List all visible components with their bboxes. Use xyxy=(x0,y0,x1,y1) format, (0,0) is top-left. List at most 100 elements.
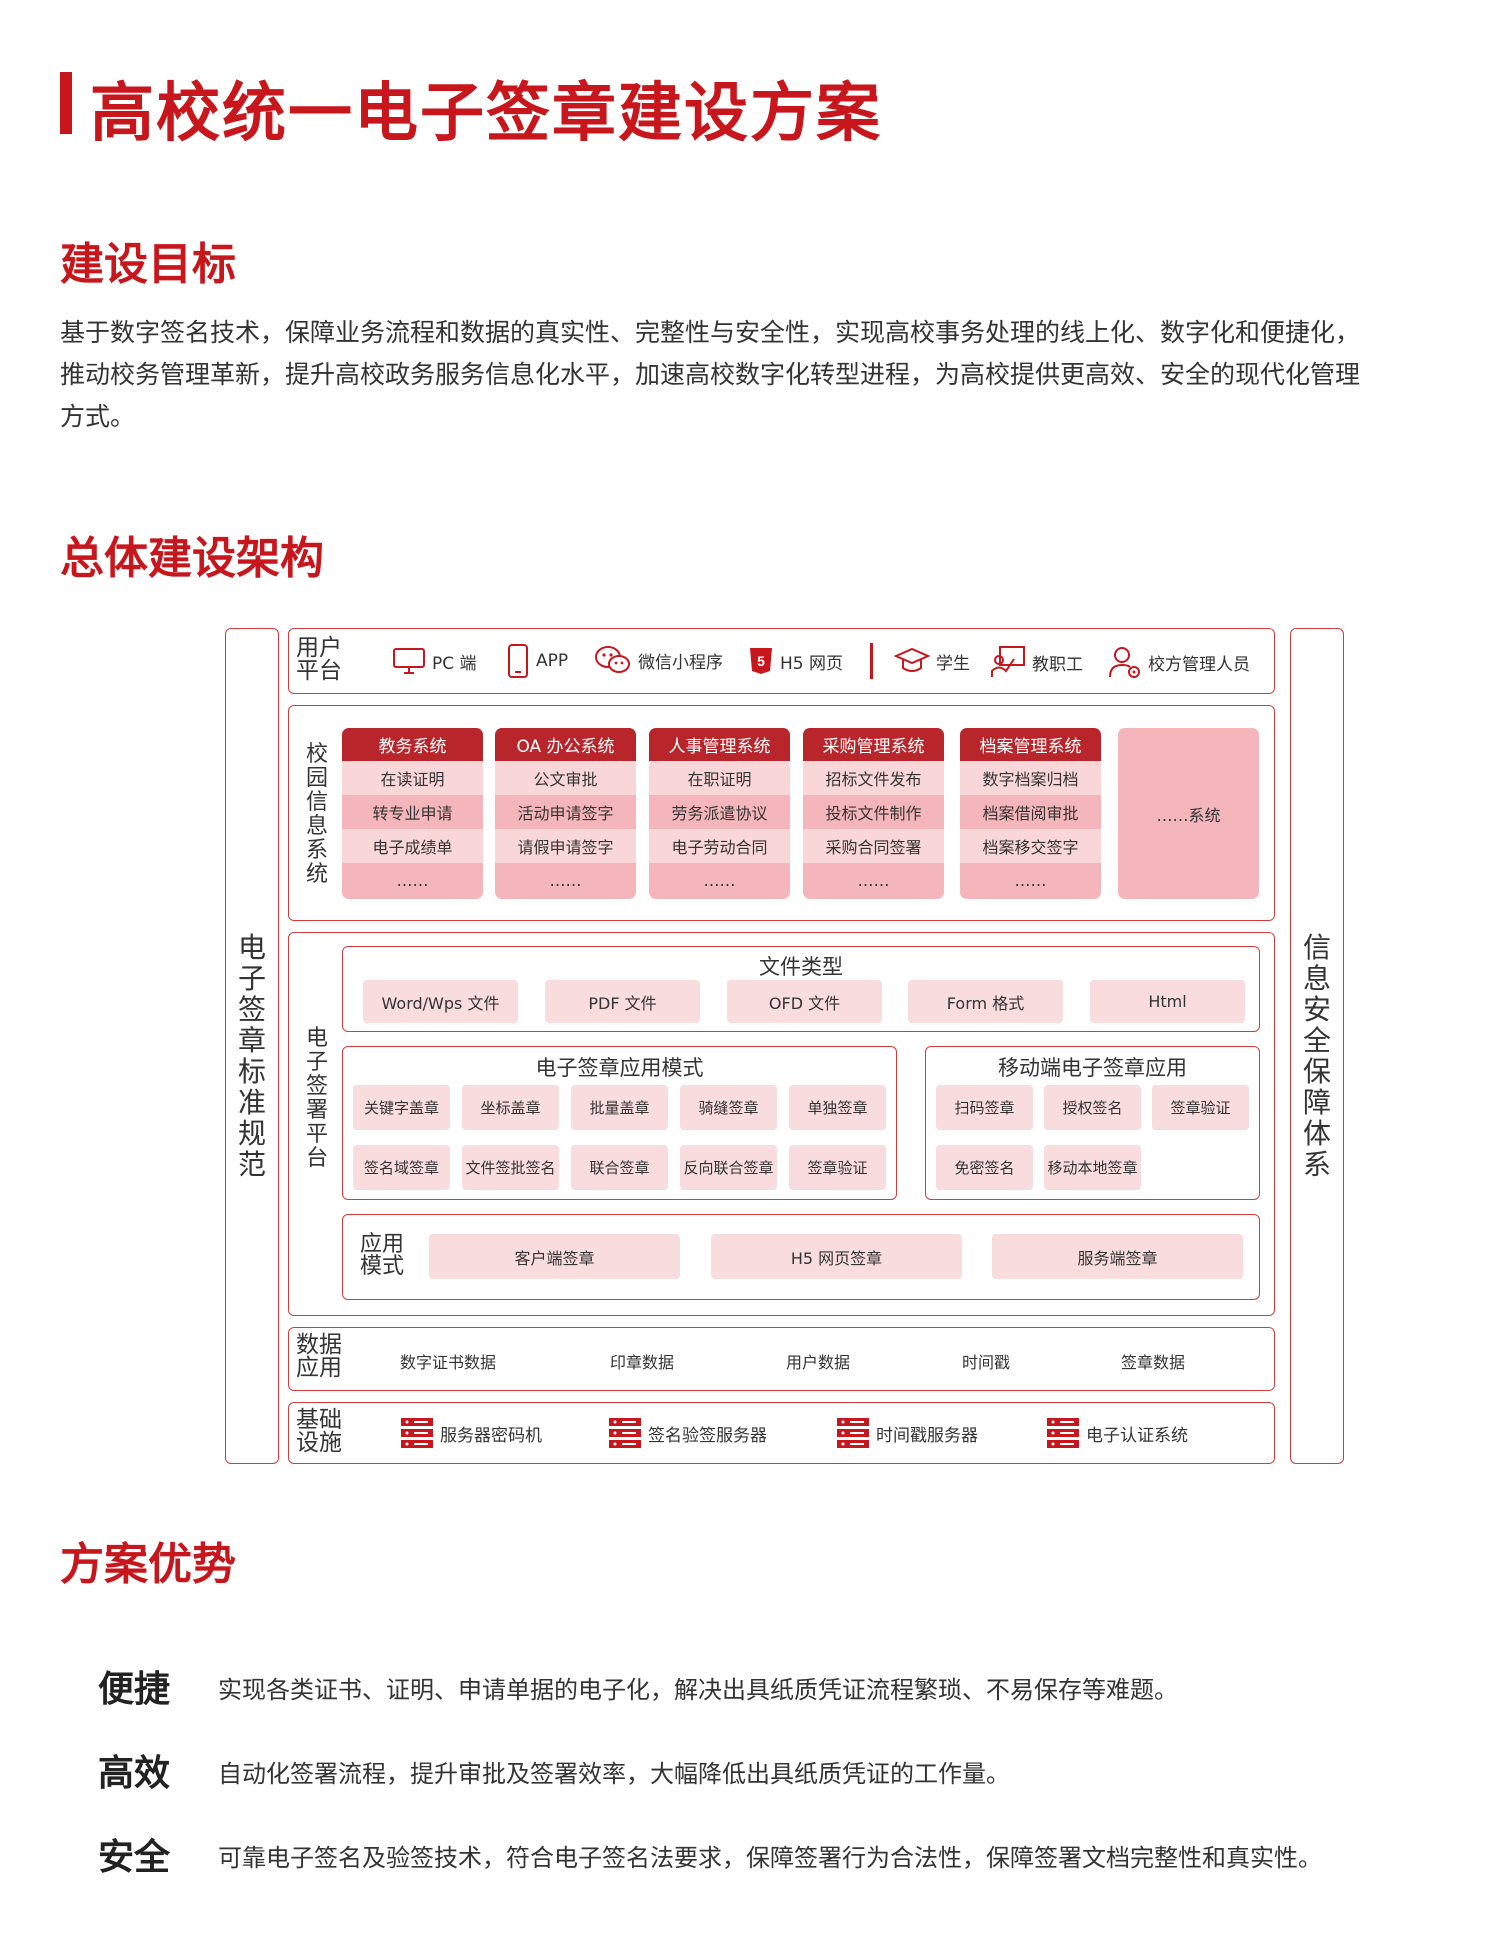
goal-line: 方式。 xyxy=(60,402,136,431)
infra-item-label: 时间戳服务器 xyxy=(876,1425,978,1446)
user-entry-label: 学生 xyxy=(936,653,970,674)
system-item: …… xyxy=(703,870,736,890)
html5-icon: 5 xyxy=(750,648,772,674)
signing-mode-chip: 坐标盖章 xyxy=(462,1085,559,1130)
goal-line: 基于数字签名技术，保障业务流程和数据的真实性、完整性与安全性，实现高校事务处理的… xyxy=(60,318,1361,347)
file-type-chip: Word/Wps 文件 xyxy=(363,980,518,1023)
section-title-goal: 建设目标 xyxy=(60,239,236,290)
teacher-icon xyxy=(991,646,1025,677)
mobile-signing-chip: 免密签名 xyxy=(936,1145,1033,1190)
system-item: 数字档案归档 xyxy=(960,761,1101,795)
label-line: 基础 xyxy=(296,1407,342,1433)
infra-item: 签名验签服务器 xyxy=(608,1417,767,1449)
user-entry-label: PC 端 xyxy=(432,653,477,674)
signing-mode-chip: 签名域签章 xyxy=(353,1145,450,1190)
signing-mode-chip: 联合签章 xyxy=(571,1145,668,1190)
mobile-signing-chip: 移动本地签章 xyxy=(1044,1145,1141,1190)
system-item: 转专业申请 xyxy=(372,804,453,823)
user-entry-pc: PC 端 xyxy=(392,646,477,676)
system-item: 活动申请签字 xyxy=(517,804,614,823)
server-icon xyxy=(1047,1418,1079,1448)
system-column-title: OA 办公系统 xyxy=(495,728,636,761)
system-item: 电子成绩单 xyxy=(342,829,483,863)
mobile-signing-chip: 授权签名 xyxy=(1044,1085,1141,1130)
system-column: OA 办公系统 公文审批 活动申请签字 请假申请签字 …… xyxy=(495,728,636,899)
label-line: 数据 xyxy=(296,1332,342,1358)
infra-item-label: 服务器密码机 xyxy=(440,1425,542,1446)
data-item: 签章数据 xyxy=(1121,1353,1186,1372)
advantage-label: 高效 xyxy=(98,1753,171,1794)
system-item: 公文审批 xyxy=(495,761,636,795)
data-item: 数字证书数据 xyxy=(400,1353,497,1372)
infrastructure-box xyxy=(288,1402,1275,1464)
advantage-label: 安全 xyxy=(98,1837,171,1878)
system-column-title: 教务系统 xyxy=(342,728,483,761)
user-entry-label: 教职工 xyxy=(1032,654,1083,675)
user-entry-h5: 5 H5 网页 xyxy=(748,646,843,676)
user-entry-label: 校方管理人员 xyxy=(1148,654,1250,675)
data-item: 用户数据 xyxy=(786,1353,851,1372)
wechat-icon xyxy=(595,646,630,673)
label-line: 用户 xyxy=(296,635,342,661)
campus-systems-label: 校园信息系统 xyxy=(305,742,328,887)
system-item: 劳务派遣协议 xyxy=(671,804,768,823)
signing-modes-title: 电子签章应用模式 xyxy=(535,1056,704,1080)
left-pillar xyxy=(225,628,279,1464)
system-column-title: 人事管理系统 xyxy=(649,728,790,761)
infra-item: 时间戳服务器 xyxy=(836,1417,978,1449)
advantage-label: 便捷 xyxy=(98,1669,171,1710)
label-line: 应用 xyxy=(360,1232,405,1257)
app-mode-chip: 客户端签章 xyxy=(429,1234,680,1279)
system-item: …… xyxy=(857,870,890,890)
label-line: 平台 xyxy=(296,658,342,684)
right-pillar xyxy=(1290,628,1344,1464)
user-entry-label: APP xyxy=(536,651,569,671)
user-entry-label: 微信小程序 xyxy=(638,652,723,673)
title-accent-bar xyxy=(60,72,72,134)
advantage-text: 可靠电子签名及验签技术，符合电子签名法要求，保障签署行为合法性，保障签署文档完整… xyxy=(218,1844,1322,1872)
signing-mode-chip: 骑缝签章 xyxy=(680,1085,777,1130)
data-application-box xyxy=(288,1327,1275,1391)
admin-user-icon xyxy=(1109,647,1140,678)
user-platform-label: 用户 平台 xyxy=(296,637,342,683)
data-item: 时间戳 xyxy=(962,1353,1011,1372)
data-item: 印章数据 xyxy=(610,1353,675,1372)
system-item: 在读证明 xyxy=(342,761,483,795)
system-column: 采购管理系统 招标文件发布 投标文件制作 采购合同签署 …… xyxy=(803,728,944,899)
mobile-icon xyxy=(508,644,528,678)
system-column: 教务系统 在读证明 转专业申请 电子成绩单 …… xyxy=(342,728,483,899)
infra-item: 服务器密码机 xyxy=(400,1417,542,1449)
system-item: 请假申请签字 xyxy=(495,829,636,863)
user-entry-label: H5 网页 xyxy=(780,653,844,674)
infra-item-label: 签名验签服务器 xyxy=(648,1425,767,1446)
file-type-chip: Form 格式 xyxy=(908,980,1063,1023)
goal-line: 推动校务管理革新，提升高校政务服务信息化水平，加速高校数字化转型进程，为高校提供… xyxy=(60,360,1361,389)
more-systems: ……系统 xyxy=(1118,728,1259,899)
advantage-text: 自动化签署流程，提升审批及签署效率，大幅降低出具纸质凭证的工作量。 xyxy=(218,1760,1010,1788)
label-line: 设施 xyxy=(296,1430,342,1456)
infra-item-label: 电子认证系统 xyxy=(1086,1425,1188,1446)
esign-platform-label: 电子签署平台 xyxy=(305,1026,328,1171)
user-entry-wechat: 微信小程序 xyxy=(594,644,723,676)
user-entry-staff: 教职工 xyxy=(990,645,1083,679)
file-type-chip: OFD 文件 xyxy=(727,980,882,1023)
system-column: 人事管理系统 在职证明 劳务派遣协议 电子劳动合同 …… xyxy=(649,728,790,899)
mobile-signing-chip: 扫码签章 xyxy=(936,1085,1033,1130)
app-modes-label: 应用 模式 xyxy=(360,1234,404,1278)
infrastructure-label: 基础 设施 xyxy=(296,1409,342,1455)
file-type-chip: Html xyxy=(1090,980,1245,1023)
section-title-architecture: 总体建设架构 xyxy=(60,533,324,584)
pc-icon xyxy=(393,648,425,674)
label-line: 应用 xyxy=(296,1355,342,1381)
system-item: 在职证明 xyxy=(649,761,790,795)
signing-mode-chip: 反向联合签章 xyxy=(680,1145,777,1190)
server-icon xyxy=(401,1418,433,1448)
system-column: 档案管理系统 数字档案归档 档案借阅审批 档案移交签字 …… xyxy=(960,728,1101,899)
page-title: 高校统一电子签章建设方案 xyxy=(90,77,882,151)
signing-mode-chip: 关键字盖章 xyxy=(353,1085,450,1130)
goal-paragraph: 基于数字签名技术，保障业务流程和数据的真实性、完整性与安全性，实现高校事务处理的… xyxy=(60,312,1460,438)
system-item: …… xyxy=(549,870,582,890)
mobile-signing-title: 移动端电子签章应用 xyxy=(998,1056,1187,1080)
user-entry-student: 学生 xyxy=(894,645,970,677)
system-item: 档案借阅审批 xyxy=(982,804,1079,823)
